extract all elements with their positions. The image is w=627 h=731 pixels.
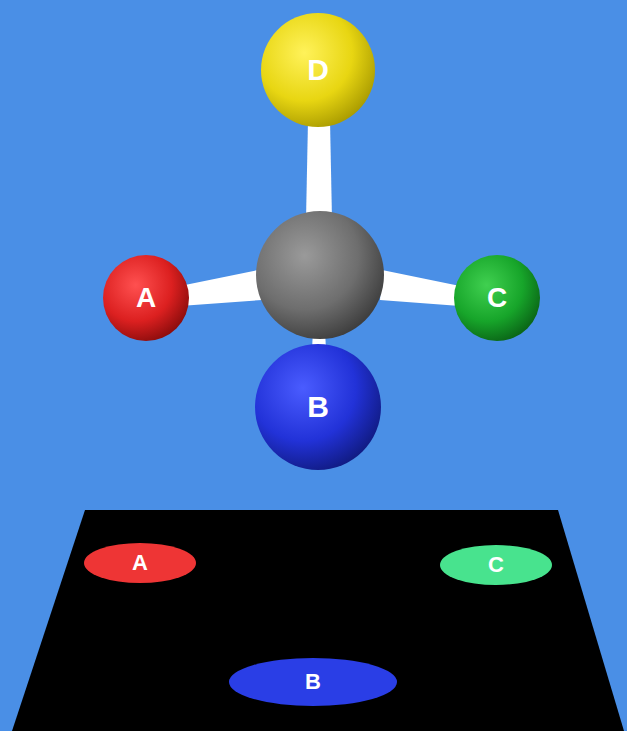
node-shape [440,545,552,585]
shadow-ellipse: B [229,658,397,706]
atom-label: A [136,284,156,312]
node-text-holder: A [84,543,196,583]
node-text-holder: C [454,255,540,341]
atom-label: C [487,284,507,312]
node-shape [261,13,375,127]
node-text-holder: A [103,255,189,341]
bond [380,270,460,306]
atom-sphere: B [255,344,381,470]
node-shape [255,344,381,470]
shadow-plane [12,510,624,731]
node-shape [454,255,540,341]
node-text-holder: C [440,545,552,585]
atom-label: B [305,671,321,693]
central-atom [256,211,384,339]
atom-label: C [488,554,504,576]
bond [306,120,332,220]
atom-label: B [307,392,329,422]
node-shape [84,543,196,583]
node-shape [229,658,397,706]
atom-sphere: D [261,13,375,127]
node-text-holder: B [229,658,397,706]
node-shape [103,255,189,341]
shadow-ellipse: A [84,543,196,583]
atom-label: A [132,552,148,574]
bond [180,270,262,306]
shadow-ellipse: C [440,545,552,585]
node-text-holder: D [261,13,375,127]
atom-label: D [307,55,329,85]
node-text-holder: B [255,344,381,470]
atom-sphere: A [103,255,189,341]
atom-sphere: C [454,255,540,341]
